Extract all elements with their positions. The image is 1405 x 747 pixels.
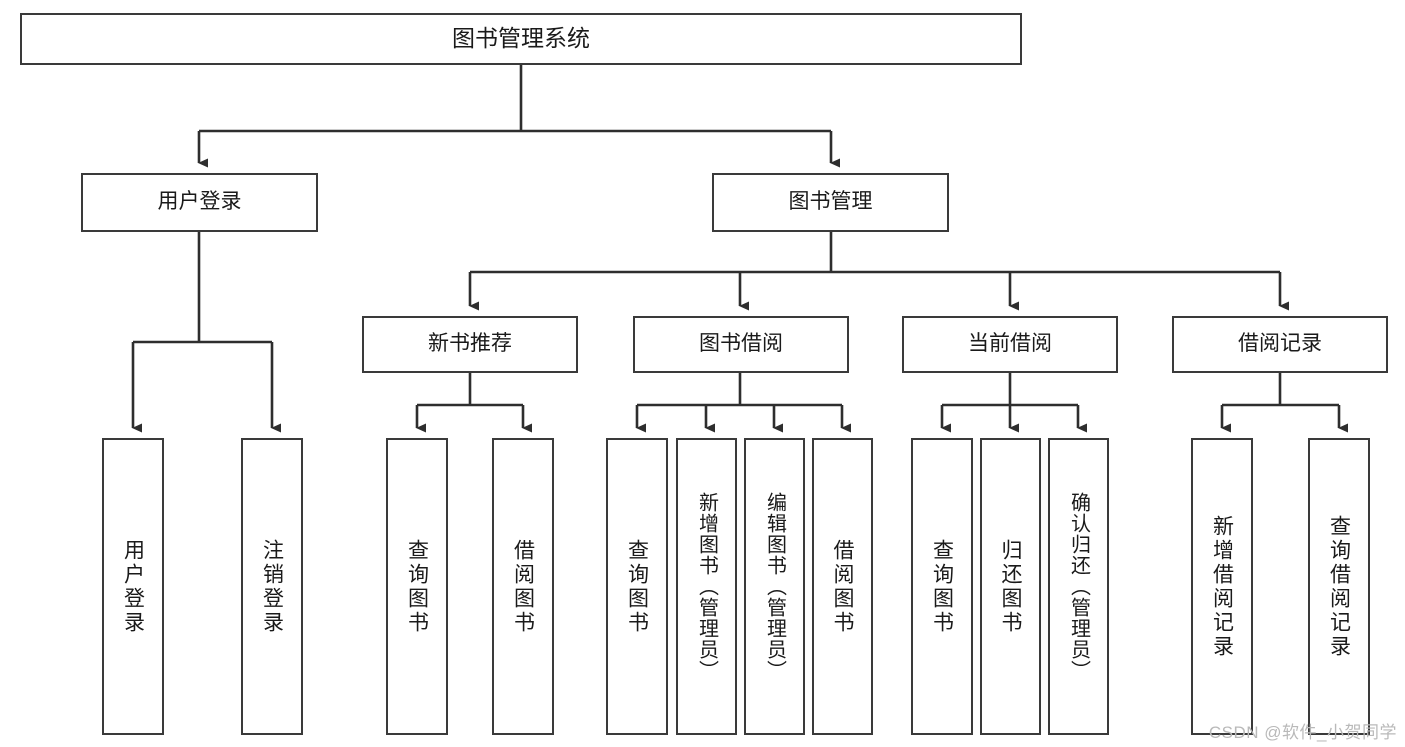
node-label: 查询图书 — [405, 538, 429, 635]
leaf-add-book-admin[interactable]: 新增图书（管理员） — [676, 438, 737, 735]
leaf-logout-login[interactable]: 注销登录 — [241, 438, 303, 735]
node-label: 借阅图书 — [511, 538, 535, 635]
leaf-user-login[interactable]: 用户登录 — [102, 438, 164, 735]
leaf-add-borrow-record[interactable]: 新增借阅记录 — [1191, 438, 1253, 735]
leaf-edit-book-admin[interactable]: 编辑图书（管理员） — [744, 438, 805, 735]
node-label: 当前借阅 — [968, 332, 1052, 356]
node-label: 新增图书（管理员） — [695, 492, 718, 681]
node-label: 编辑图书（管理员） — [763, 492, 786, 681]
leaf-return-book[interactable]: 归还图书 — [980, 438, 1041, 735]
node-label: 归还图书 — [999, 538, 1022, 635]
node-current-borrow[interactable]: 当前借阅 — [902, 316, 1118, 373]
watermark-text: CSDN @软件_小贺同学 — [1208, 723, 1397, 742]
node-book-management[interactable]: 图书管理 — [712, 173, 949, 232]
leaf-query-book-new[interactable]: 查询图书 — [386, 438, 448, 735]
node-new-book-recommend[interactable]: 新书推荐 — [362, 316, 578, 373]
node-root-system[interactable]: 图书管理系统 — [20, 13, 1022, 65]
node-label: 确认归还（管理员） — [1067, 492, 1090, 681]
node-book-borrow[interactable]: 图书借阅 — [633, 316, 849, 373]
node-label: 图书管理系统 — [452, 25, 590, 52]
leaf-borrow-book-new[interactable]: 借阅图书 — [492, 438, 554, 735]
node-label: 借阅记录 — [1238, 332, 1322, 356]
node-label: 借阅图书 — [831, 538, 854, 635]
leaf-borrow-book[interactable]: 借阅图书 — [812, 438, 873, 735]
node-user-login[interactable]: 用户登录 — [81, 173, 318, 232]
node-label: 用户登录 — [157, 190, 242, 214]
node-label: 新书推荐 — [428, 332, 512, 356]
leaf-query-book-borrow[interactable]: 查询图书 — [606, 438, 668, 735]
node-label: 新增借阅记录 — [1210, 514, 1234, 659]
leaf-query-borrow-record[interactable]: 查询借阅记录 — [1308, 438, 1370, 735]
leaf-query-book-current[interactable]: 查询图书 — [911, 438, 973, 735]
node-label: 图书借阅 — [699, 332, 783, 356]
node-label: 注销登录 — [260, 538, 284, 635]
node-label: 用户登录 — [121, 538, 145, 635]
node-label: 图书管理 — [788, 190, 873, 214]
node-label: 查询图书 — [625, 538, 649, 635]
node-label: 查询借阅记录 — [1327, 514, 1351, 659]
leaf-confirm-return-admin[interactable]: 确认归还（管理员） — [1048, 438, 1109, 735]
node-borrow-record[interactable]: 借阅记录 — [1172, 316, 1388, 373]
node-label: 查询图书 — [930, 538, 954, 635]
